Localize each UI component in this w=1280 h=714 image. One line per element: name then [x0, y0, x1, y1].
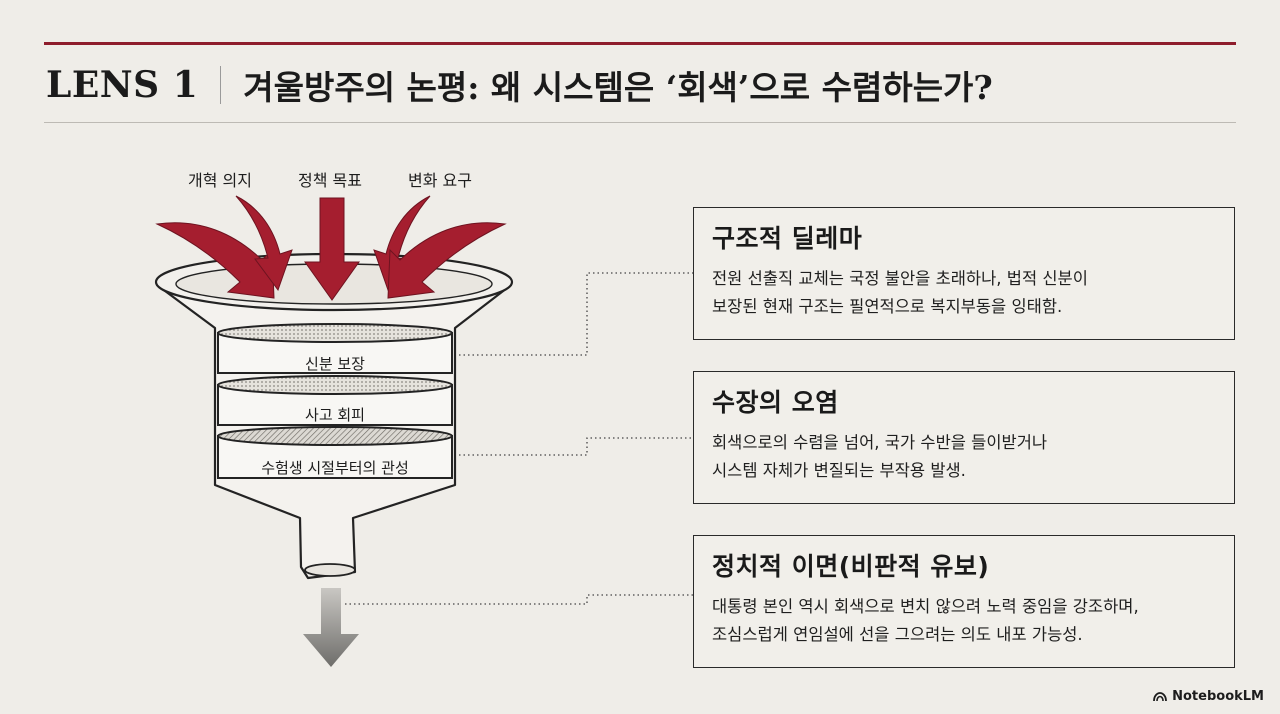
title-separator — [220, 66, 222, 104]
callout-line: 보장된 현재 구조는 필연적으로 복지부동을 잉태함. — [712, 297, 1063, 316]
callout-line: 시스템 자체가 변질되는 부작용 발생. — [712, 461, 966, 480]
callout-box-3: 정치적 이면(비판적 유보) 대통령 본인 역시 회색으로 변치 않으려 노력 … — [693, 535, 1235, 668]
callout-line: 조심스럽게 연임설에 선을 그으려는 의도 내포 가능성. — [712, 625, 1083, 644]
arrow-center-icon — [304, 197, 360, 301]
callout-body-3: 대통령 본인 역시 회색으로 변치 않으려 노력 중임을 강조하며, 조심스럽게… — [712, 593, 1234, 649]
filter-layer-2 — [217, 375, 453, 426]
callout-heading-2: 수장의 오염 — [712, 388, 839, 417]
filter-stack — [217, 323, 453, 479]
callout-heading-1: 구조적 딜레마 — [712, 224, 863, 253]
connector-3 — [345, 594, 693, 605]
page-title: 겨울방주의 논평: 왜 시스템은 ‘회색’으로 수렴하는가? — [243, 68, 993, 107]
brand-watermark: NotebookLM — [1153, 689, 1264, 704]
filter-label-2: 사고 회피 — [305, 406, 365, 424]
input-label-2: 정책 목표 — [298, 171, 362, 190]
filter-layer-3 — [217, 426, 453, 479]
callout-body-2: 회색으로의 수렴을 넘어, 국가 수반을 들이받거나 시스템 자체가 변질되는 … — [712, 429, 1234, 485]
arrow-center-left-icon — [235, 195, 293, 292]
callout-line: 회색으로의 수렴을 넘어, 국가 수반을 들이받거나 — [712, 433, 1048, 452]
input-label-1: 개혁 의지 — [188, 171, 252, 190]
arrow-right-icon — [387, 222, 507, 299]
input-label-3: 변화 요구 — [408, 171, 472, 190]
callout-box-1: 구조적 딜레마 전원 선출직 교체는 국정 불안을 초래하나, 법적 신분이 보… — [693, 207, 1235, 340]
filter-layer-1 — [217, 323, 453, 374]
filter-label-3: 수험생 시절부터의 관성 — [261, 459, 409, 477]
funnel-spout-opening — [304, 563, 356, 577]
arrow-left-icon — [155, 222, 275, 299]
callout-box-2: 수장의 오염 회색으로의 수렴을 넘어, 국가 수반을 들이받거나 시스템 자체… — [693, 371, 1235, 504]
filter-label-1: 신분 보장 — [305, 355, 365, 373]
title-row: LENS 1 겨울방주의 논평: 왜 시스템은 ‘회색’으로 수렴하는가? — [46, 60, 993, 110]
connector-lines — [345, 272, 693, 605]
callout-body-1: 전원 선출직 교체는 국정 불안을 초래하나, 법적 신분이 보장된 현재 구조… — [712, 265, 1234, 321]
input-arrows — [155, 195, 507, 301]
brand-label: NotebookLM — [1172, 689, 1264, 704]
top-accent-rule — [44, 42, 1236, 45]
callout-line: 대통령 본인 역시 회색으로 변치 않으려 노력 중임을 강조하며, — [712, 597, 1139, 616]
callout-heading-3: 정치적 이면(비판적 유보) — [712, 552, 990, 581]
output-arrow-icon — [303, 588, 359, 667]
connector-1 — [450, 272, 693, 356]
lens-label: LENS 1 — [46, 64, 199, 106]
notebooklm-logo-icon — [1153, 691, 1168, 701]
connector-2 — [450, 437, 693, 456]
callout-line: 전원 선출직 교체는 국정 불안을 초래하나, 법적 신분이 — [712, 269, 1088, 288]
title-underline — [44, 122, 1236, 123]
